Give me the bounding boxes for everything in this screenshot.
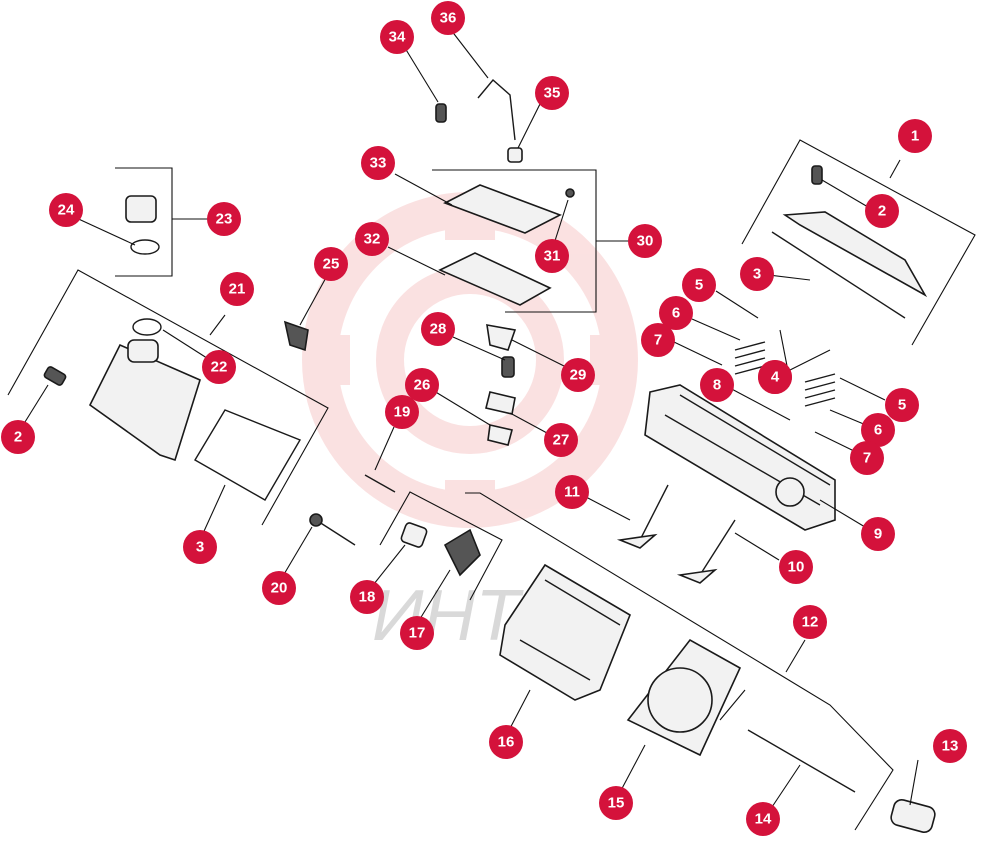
callout-34: 34	[380, 20, 414, 54]
svg-text:5: 5	[898, 397, 906, 414]
callout-7b: 7	[850, 441, 884, 475]
svg-text:35: 35	[544, 85, 561, 102]
callout-2c: 2	[1, 420, 35, 454]
callout-6: 6	[659, 296, 693, 330]
callout-24: 24	[49, 193, 83, 227]
svg-text:6: 6	[874, 422, 882, 439]
callout-21: 21	[220, 272, 254, 306]
callout-27: 27	[544, 423, 578, 457]
parts	[43, 78, 936, 833]
callout-31: 31	[535, 239, 569, 273]
callout-7: 7	[641, 323, 675, 357]
svg-text:4: 4	[771, 369, 780, 386]
callouts: 1 2 3 4 5 6 7 8 4 5 6 7 9 10 11 12 13 14…	[1, 1, 967, 836]
svg-text:30: 30	[637, 233, 654, 250]
svg-text:21: 21	[229, 281, 246, 298]
callout-10: 10	[779, 550, 813, 584]
callout-3: 3	[740, 257, 774, 291]
callout-30: 30	[628, 224, 662, 258]
callout-8: 8	[700, 368, 734, 402]
svg-text:14: 14	[755, 811, 772, 828]
callout-6b: 6	[861, 413, 895, 447]
callout-26: 26	[405, 368, 439, 402]
callout-11: 11	[555, 475, 589, 509]
callout-9: 9	[861, 517, 895, 551]
callout-18: 18	[350, 580, 384, 614]
callout-15: 15	[599, 786, 633, 820]
svg-text:12: 12	[802, 614, 819, 631]
svg-text:36: 36	[440, 10, 457, 27]
callout-5b: 5	[885, 388, 919, 422]
svg-text:5: 5	[695, 277, 703, 294]
leader-lines	[19, 29, 919, 811]
svg-text:34: 34	[389, 29, 406, 46]
svg-text:16: 16	[498, 734, 515, 751]
svg-text:2: 2	[14, 429, 22, 446]
callout-20: 20	[262, 571, 296, 605]
callout-22: 22	[202, 350, 236, 384]
svg-text:20: 20	[271, 580, 288, 597]
callout-23: 23	[207, 202, 241, 236]
brackets	[7, 139, 976, 831]
callout-4b: 4	[758, 360, 792, 394]
svg-text:29: 29	[570, 367, 587, 384]
callout-16: 16	[489, 725, 523, 759]
svg-text:27: 27	[553, 432, 570, 449]
svg-text:26: 26	[414, 377, 431, 394]
svg-text:32: 32	[364, 231, 381, 248]
callout-35: 35	[535, 76, 569, 110]
svg-text:17: 17	[409, 625, 426, 642]
svg-text:7: 7	[654, 332, 662, 349]
callout-17: 17	[400, 616, 434, 650]
svg-text:23: 23	[216, 211, 233, 228]
svg-text:33: 33	[370, 155, 387, 172]
svg-text:1: 1	[911, 128, 919, 145]
svg-text:31: 31	[544, 248, 561, 265]
svg-text:22: 22	[211, 359, 228, 376]
svg-text:25: 25	[323, 256, 340, 273]
svg-text:6: 6	[672, 305, 680, 322]
callout-19: 19	[385, 395, 419, 429]
callout-25: 25	[314, 247, 348, 281]
svg-text:9: 9	[874, 526, 882, 543]
watermark-text: ИНТ	[372, 576, 525, 656]
callout-36: 36	[431, 1, 465, 35]
svg-text:18: 18	[359, 589, 376, 606]
svg-text:15: 15	[608, 795, 625, 812]
callout-12: 12	[793, 605, 827, 639]
svg-text:10: 10	[788, 559, 805, 576]
svg-text:3: 3	[196, 539, 204, 556]
callout-29: 29	[561, 358, 595, 392]
callout-33: 33	[361, 146, 395, 180]
svg-text:13: 13	[942, 738, 959, 755]
callout-32: 32	[355, 222, 389, 256]
callout-14: 14	[746, 802, 780, 836]
svg-text:28: 28	[430, 321, 447, 338]
svg-text:7: 7	[863, 450, 871, 467]
callout-28: 28	[421, 312, 455, 346]
svg-text:3: 3	[753, 266, 761, 283]
svg-text:19: 19	[394, 404, 411, 421]
svg-text:8: 8	[713, 377, 721, 394]
callout-3c: 3	[183, 530, 217, 564]
callout-13: 13	[933, 729, 967, 763]
callout-1: 1	[898, 119, 932, 153]
svg-text:2: 2	[878, 203, 886, 220]
callout-5: 5	[682, 268, 716, 302]
svg-text:24: 24	[58, 202, 75, 219]
svg-text:11: 11	[564, 484, 580, 501]
callout-2: 2	[865, 194, 899, 228]
